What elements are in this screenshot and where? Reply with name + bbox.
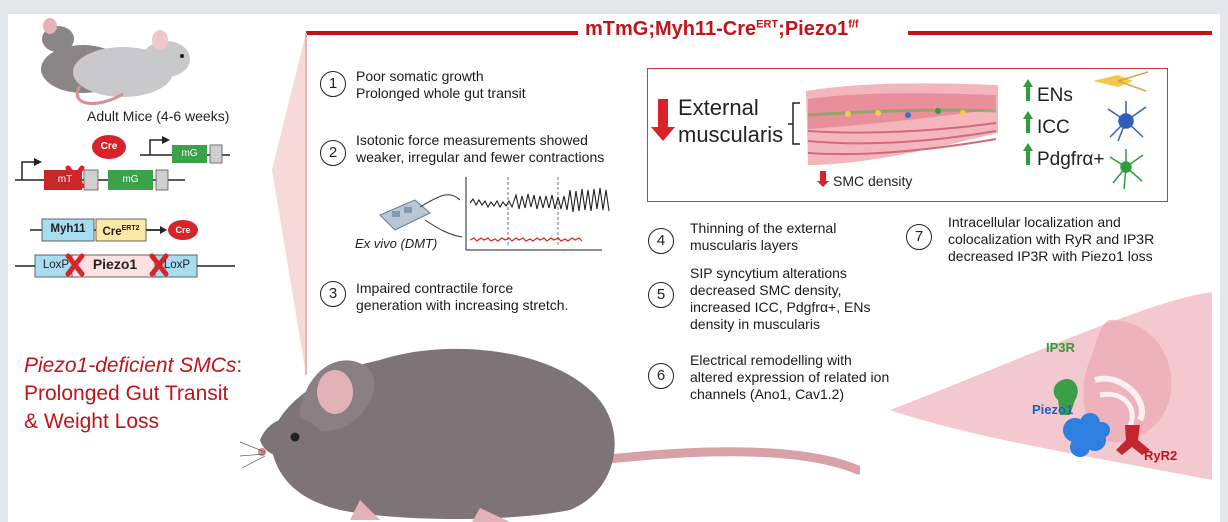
ens-label: ENs	[1037, 85, 1073, 106]
title-piezo1: ;Piezo1	[778, 18, 849, 40]
force-trace-panel	[379, 177, 610, 251]
cre-ert2-sup: ERT2	[121, 225, 140, 232]
cre-protein-badge: Cre	[92, 135, 126, 159]
muscularis-graphics	[651, 71, 1149, 190]
step-6-line-2: altered expression of related ion	[690, 369, 890, 385]
step-2-number: 2	[320, 140, 346, 166]
ip3r-label: IP3R	[1046, 340, 1075, 355]
muscularis-label: External muscularis	[678, 94, 783, 148]
cre-ert2-label: CreERT2	[96, 220, 146, 241]
icc-label: ICC	[1037, 117, 1070, 138]
step-7-line-2: colocalization with RyR and IP3R	[948, 231, 1155, 247]
er-membrane-2	[1099, 391, 1135, 432]
cre-protein-badge-2: Cre	[168, 220, 198, 240]
title-sup-ert: ERT	[756, 18, 779, 31]
step-5-number: 5	[648, 282, 674, 308]
step-1-line-2: Prolonged whole gut transit	[356, 85, 526, 101]
title-sup-ff: f/f	[848, 18, 859, 31]
headline-italic: Piezo1-deficient SMCs	[24, 354, 237, 377]
headline-colon: :	[236, 354, 243, 377]
funnel-wedge	[272, 33, 306, 375]
step-6-text: Electrical remodelling with altered expr…	[690, 352, 889, 403]
step-1-text: Poor somatic growth Prolonged whole gut …	[356, 68, 526, 102]
adult-mice-label: Adult Mice (4-6 weeks)	[87, 108, 230, 124]
ex-vivo-label: Ex vivo (DMT)	[355, 236, 438, 251]
step-1-line-1: Poor somatic growth	[356, 68, 484, 84]
step-1-number: 1	[320, 71, 346, 97]
step-6-line-3: channels (Ano1, Cav1.2)	[690, 386, 845, 402]
cre-ert2-text: Cre	[102, 225, 122, 238]
figure-title: mTmG;Myh11-CreERT;Piezo1f/f	[585, 18, 859, 41]
piezo1-gene-label: Piezo1	[92, 256, 138, 272]
step-6-number: 6	[648, 363, 674, 389]
ip3r-protein	[1053, 379, 1078, 415]
myh11-label: Myh11	[50, 223, 86, 235]
step-5-line-4: density in muscularis	[690, 316, 820, 332]
er-membrane-1	[1094, 375, 1145, 422]
step-3-text: Impaired contractile force generation wi…	[356, 280, 568, 314]
down-arrow-small	[817, 171, 829, 187]
step-7-line-1: Intracellular localization and	[948, 214, 1121, 230]
nucleus-shape	[1083, 320, 1172, 443]
title-main: mTmG;Myh11-Cre	[585, 18, 757, 40]
muscularis-label-2: muscularis	[678, 122, 784, 147]
step-2-text: Isotonic force measurements showed weake…	[356, 132, 604, 166]
piezo1-protein	[1063, 413, 1110, 457]
step-7-number: 7	[906, 224, 932, 250]
crossed-out-marks	[65, 165, 169, 277]
step-7-text: Intracellular localization and colocaliz…	[948, 214, 1154, 265]
step-3-line-1: Impaired contractile force	[356, 280, 514, 296]
step-4-number: 4	[648, 228, 674, 254]
step-4-line-1: Thinning of the external	[690, 220, 837, 236]
step-2-line-2: weaker, irregular and fewer contractions	[356, 149, 605, 165]
mt-label: mT	[57, 174, 73, 185]
step-3-number: 3	[320, 281, 346, 307]
mg-label-lower: mG	[122, 174, 139, 185]
step-5-line-2: decreased SMC density,	[690, 282, 842, 298]
large-mouse-illustration	[240, 348, 860, 522]
channel-proteins-illustration	[1053, 379, 1150, 457]
step-5-line-3: increased ICC, Pdgfrα+, ENs	[690, 299, 871, 315]
step-4-line-2: muscularis layers	[690, 237, 799, 253]
ryr2-label: RyR2	[1144, 448, 1178, 463]
loxp-right-label: LoxP	[163, 259, 191, 271]
loxp-left-label: LoxP	[42, 259, 70, 271]
mg-label-upper: mG	[181, 148, 198, 159]
adult-mice-illustration	[41, 18, 190, 105]
step-2-line-1: Isotonic force measurements showed	[356, 132, 588, 148]
headline-line-3: & Weight Loss	[24, 410, 160, 433]
step-4-text: Thinning of the external muscularis laye…	[690, 220, 836, 254]
step-6-line-1: Electrical remodelling with	[690, 352, 852, 368]
headline-line-2: Prolonged Gut Transit	[24, 382, 229, 405]
step-5-line-1: SIP syncytium alterations	[690, 265, 847, 281]
down-arrow-large	[651, 99, 675, 141]
piezo1-protein-label: Piezo1	[1032, 402, 1074, 417]
ryr2-protein	[1116, 425, 1150, 455]
pdgfra-label: Pdgfrα+	[1037, 149, 1105, 170]
headline-line-1: Piezo1-deficient SMCs:	[24, 352, 242, 379]
step-5-text: SIP syncytium alterations decreased SMC …	[690, 265, 870, 333]
step-3-line-2: generation with increasing stretch.	[356, 297, 569, 313]
step-7-line-3: decreased IP3R with Piezo1 loss	[948, 248, 1153, 264]
smc-density-label: SMC density	[833, 173, 913, 189]
muscularis-label-1: External	[678, 95, 759, 120]
